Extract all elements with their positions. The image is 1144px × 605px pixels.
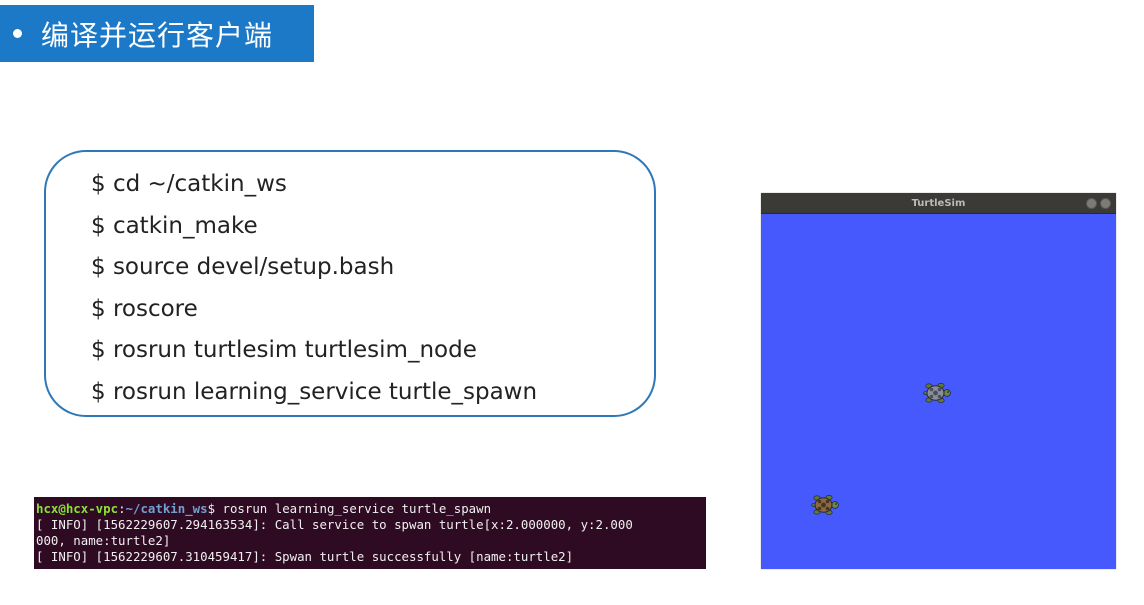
bullet-icon <box>13 29 22 38</box>
command-box: $ cd ~/catkin_ws $ catkin_make $ source … <box>44 150 656 417</box>
command-list: $ cd ~/catkin_ws $ catkin_make $ source … <box>91 166 537 415</box>
terminal-output: hcx@hcx-vpc:~/catkin_ws$ rosrun learning… <box>34 497 706 569</box>
turtle-icon <box>923 379 951 407</box>
turtlesim-window: TurtleSim <box>761 193 1116 569</box>
command-line: $ roscore <box>91 295 198 322</box>
prompt-command: $ rosrun learning_service turtle_spawn <box>207 501 492 516</box>
terminal-line: 000, name:turtle2] <box>36 533 171 548</box>
command-line: $ rosrun learning_service turtle_spawn <box>91 378 538 405</box>
minimize-button[interactable] <box>1086 198 1097 209</box>
turtlesim-canvas <box>761 214 1116 569</box>
terminal-prompt-line: hcx@hcx-vpc:~/catkin_ws$ rosrun learning… <box>36 501 706 517</box>
title-banner: 编译并运行客户端 <box>0 5 314 62</box>
turtle-icon <box>811 491 839 519</box>
command-line: $ rosrun turtlesim turtlesim_node <box>91 337 477 363</box>
command-line: $ catkin_make <box>91 212 258 239</box>
window-title: TurtleSim <box>911 198 966 209</box>
command-line: $ source devel/setup.bash <box>91 254 395 280</box>
prompt-user: hcx@hcx-vpc <box>36 501 119 516</box>
command-line: $ cd ~/catkin_ws <box>91 171 287 197</box>
terminal-line: [ INFO] [1562229607.310459417]: Spwan tu… <box>36 549 574 564</box>
prompt-path: ~/catkin_ws <box>125 501 208 516</box>
slide-title: 编译并运行客户端 <box>41 18 274 52</box>
prompt-separator: : <box>118 501 126 516</box>
window-titlebar[interactable]: TurtleSim <box>761 193 1116 214</box>
terminal-line: [ INFO] [1562229607.294163534]: Call ser… <box>36 517 633 532</box>
close-button[interactable] <box>1100 198 1111 209</box>
